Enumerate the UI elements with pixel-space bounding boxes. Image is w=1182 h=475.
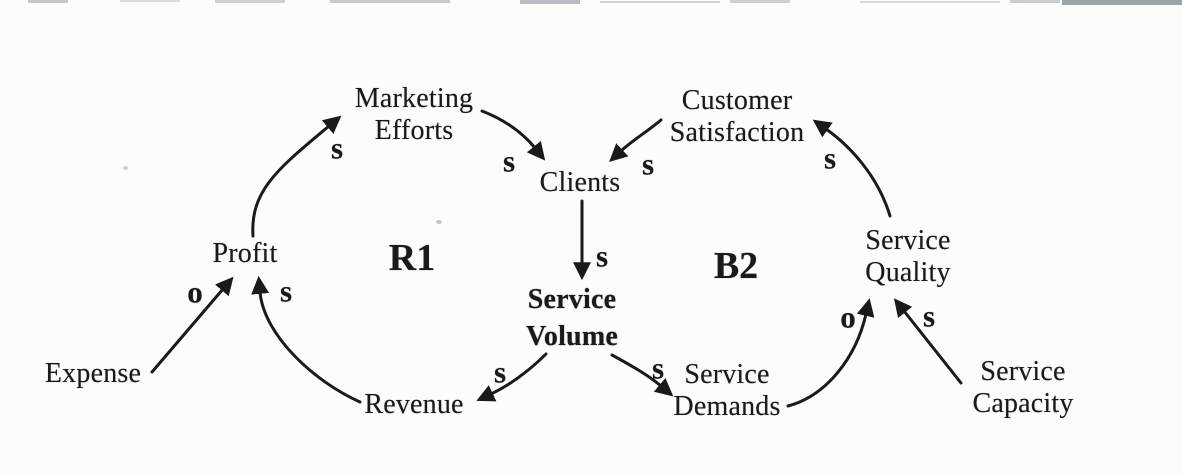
- polarity-customer-satisfaction-to-clients: s: [641, 146, 655, 182]
- polarity-revenue-to-profit: s: [279, 273, 293, 309]
- edge-service-volume-to-service-demands: [610, 353, 674, 397]
- polarity-profit-to-marketing-efforts: s: [330, 130, 344, 166]
- node-service-capacity: Service Capacity: [972, 356, 1074, 419]
- node-revenue: Revenue: [364, 389, 464, 420]
- node-marketing-efforts: Marketing Efforts: [354, 83, 474, 146]
- scan-artifact: [215, 0, 285, 3]
- scan-speck: [123, 166, 128, 170]
- scan-artifact: [330, 0, 450, 3]
- node-customer-satisfaction: Customer Satisfaction: [669, 85, 805, 148]
- edge-expense-to-profit: [150, 276, 234, 374]
- node-service-demands: Service Demands: [673, 359, 781, 422]
- loop-label-r1: R1: [388, 237, 436, 279]
- edge-revenue-to-profit: [251, 275, 362, 404]
- scan-artifact: [1010, 0, 1060, 3]
- polarity-service-demands-to-service-quality: o: [840, 299, 856, 335]
- polarity-marketing-efforts-to-clients: s: [502, 143, 516, 179]
- polarity-service-volume-to-revenue: s: [493, 354, 507, 390]
- polarity-expense-to-profit: o: [187, 274, 203, 310]
- scan-speck: [436, 220, 442, 224]
- edge-service-demands-to-service-quality: [786, 298, 875, 408]
- scan-artifact: [28, 0, 68, 3]
- edge-profit-to-marketing-efforts: [251, 115, 342, 238]
- edge-service-volume-to-revenue: [476, 352, 548, 402]
- edge-marketing-efforts-to-clients: [480, 109, 546, 161]
- polarity-service-volume-to-service-demands: s: [651, 350, 665, 386]
- edge-customer-satisfaction-to-clients: [609, 118, 663, 162]
- polarity-service-quality-to-customer-satisfaction: s: [823, 140, 837, 176]
- polarity-clients-to-service-volume: s: [595, 238, 609, 274]
- scan-artifact: [1062, 0, 1182, 5]
- polarity-service-capacity-to-service-quality: s: [922, 298, 936, 334]
- node-expense: Expense: [44, 358, 142, 389]
- node-service-quality: Service Quality: [865, 225, 951, 288]
- scan-artifact: [520, 0, 580, 4]
- scan-artifact: [120, 0, 180, 2]
- node-profit: Profit: [212, 238, 278, 269]
- node-clients: Clients: [539, 167, 621, 198]
- scan-artifact: [600, 1, 720, 3]
- loop-label-b2: B2: [713, 245, 759, 287]
- edge-service-quality-to-customer-satisfaction: [812, 119, 892, 218]
- scan-artifact: [730, 0, 790, 3]
- edge-service-capacity-to-service-quality: [893, 298, 963, 385]
- scan-artifact: [860, 1, 1000, 3]
- node-service-volume: Service Volume: [526, 284, 618, 352]
